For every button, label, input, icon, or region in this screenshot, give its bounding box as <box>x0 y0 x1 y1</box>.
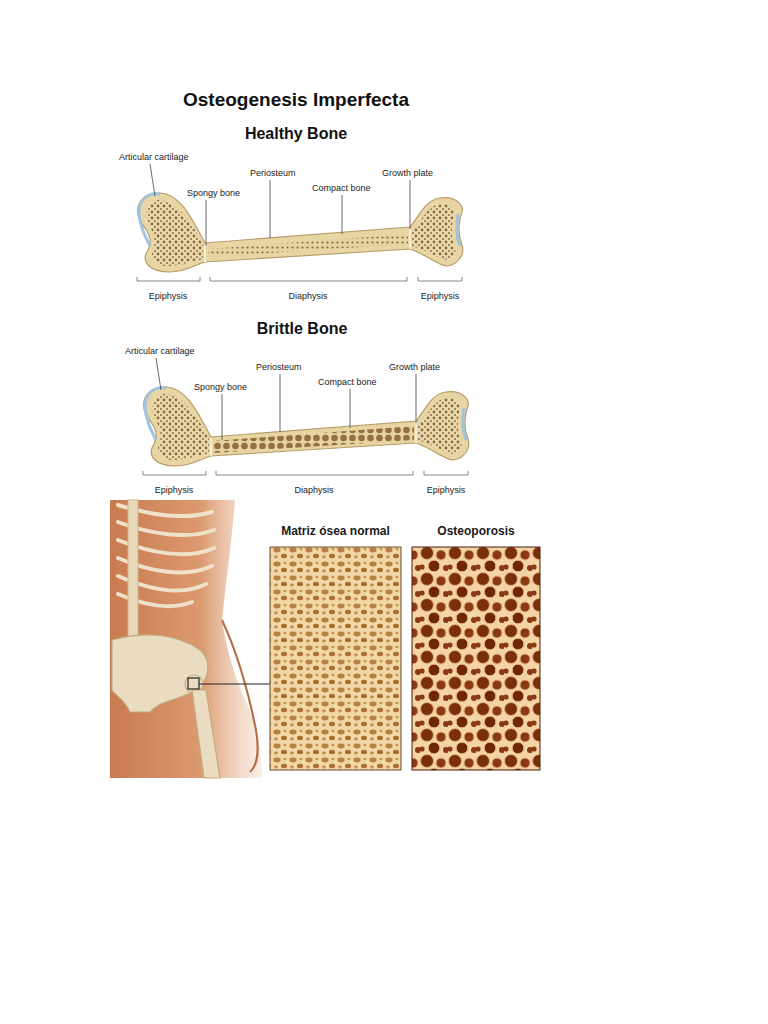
spongy-bone <box>418 398 461 454</box>
leader-lines <box>156 358 416 440</box>
zoom-line <box>199 684 270 685</box>
part-label: Periosteum <box>250 168 296 178</box>
part-label: Periosteum <box>256 362 302 372</box>
osteoporosis-panel <box>412 547 540 770</box>
part-label: Articular cartilage <box>125 346 195 356</box>
normal-matrix-panel <box>270 547 401 770</box>
part-label: Epiphysis <box>421 291 460 301</box>
zoom-box <box>188 678 199 689</box>
part-label: Articular cartilage <box>119 152 189 162</box>
torso <box>110 500 262 778</box>
part-label: Compact bone <box>312 183 371 193</box>
leader-lines <box>150 164 410 246</box>
spongy-bone <box>147 200 203 266</box>
part-label: Growth plate <box>382 168 433 178</box>
part-label: Spongy bone <box>187 188 240 198</box>
brackets <box>143 471 468 475</box>
part-label: Epiphysis <box>427 485 466 495</box>
title: Osteogenesis Imperfecta <box>183 89 409 111</box>
panel-heading: Matriz ósea normal <box>270 524 401 538</box>
femur <box>192 690 220 778</box>
growth-plate <box>409 228 411 249</box>
spongy-bone <box>153 394 209 460</box>
cartilage <box>463 408 466 440</box>
part-label: Diaphysis <box>294 485 333 495</box>
body-illustration <box>110 500 270 778</box>
growth-plate <box>415 422 417 443</box>
cartilage <box>457 214 460 246</box>
part-label: Compact bone <box>318 377 377 387</box>
brittle-bone <box>143 358 469 475</box>
bone-outline <box>138 193 463 272</box>
brackets <box>137 277 462 281</box>
marrow <box>213 426 414 453</box>
panel-heading: Osteoporosis <box>412 524 540 538</box>
growth-plate <box>204 244 206 262</box>
part-label: Growth plate <box>389 362 440 372</box>
bone-outline <box>144 387 469 466</box>
part-label: Diaphysis <box>288 291 327 301</box>
marrow <box>208 234 408 257</box>
part-label: Spongy bone <box>194 382 247 392</box>
spine <box>128 500 138 650</box>
texture-panel: Matriz ósea normal <box>270 524 401 770</box>
part-label: Epiphysis <box>149 291 188 301</box>
growth-plate <box>210 438 212 456</box>
arm <box>222 620 258 772</box>
spongy-bone <box>412 204 455 260</box>
healthy-bone <box>137 164 463 281</box>
texture-panel: Osteoporosis <box>412 524 540 770</box>
section-heading: Brittle Bone <box>257 320 348 338</box>
section-heading: Healthy Bone <box>245 125 347 143</box>
part-label: Epiphysis <box>155 485 194 495</box>
